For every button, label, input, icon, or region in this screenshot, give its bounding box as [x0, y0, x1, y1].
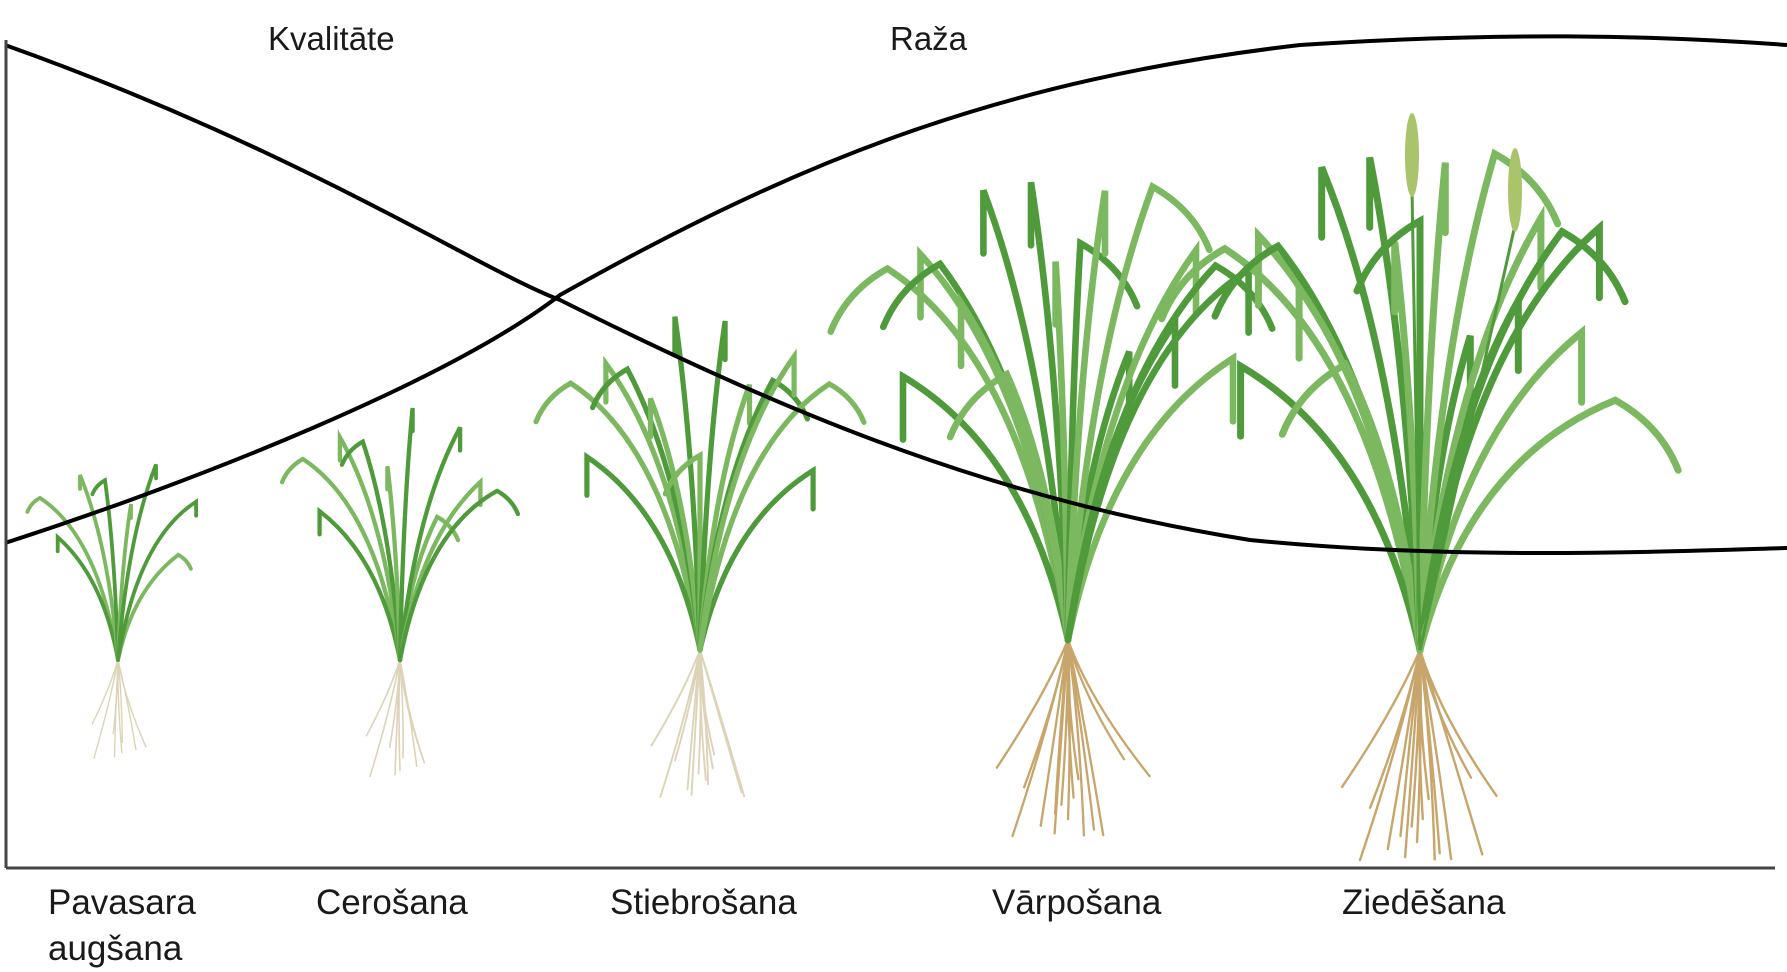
leaf-blade [1068, 187, 1209, 640]
root-strand [660, 650, 700, 797]
stage-label-line1: Pavasara [48, 880, 196, 926]
quality-curve-label: Kvalitāte [268, 20, 395, 58]
root-strand [399, 660, 400, 770]
wheat-ear-icon [1508, 148, 1522, 232]
wheat-plant-icon [1162, 113, 1678, 860]
wheat-plant-icon [831, 182, 1272, 836]
leaf-blade [400, 491, 518, 660]
stage-label-heading: Vārpošana [992, 880, 1161, 926]
stage-label-spring-growth: Pavasara augšana [48, 880, 196, 972]
stage-label-flowering: Ziedēšana [1342, 880, 1505, 926]
wheat-ear-icon [1405, 113, 1419, 197]
root-strand [997, 640, 1068, 768]
wheat-plant-icon [282, 408, 518, 776]
root-strand [1370, 650, 1420, 808]
stage-label-line1: Ziedēšana [1342, 880, 1505, 926]
wheat-plant-icon [536, 317, 864, 797]
plant-illustrations [27, 113, 1678, 860]
root-strand [367, 660, 401, 736]
yield-curve-label: Raža [890, 20, 967, 58]
leaf-blade [950, 374, 1068, 640]
stage-label-tillering: Cerošana [316, 880, 468, 926]
stage-label-stem-elongation: Stiebrošana [610, 880, 797, 926]
stage-label-line1: Cerošana [316, 880, 468, 926]
leaf-blade [1420, 232, 1625, 650]
stage-label-line1: Stiebrošana [610, 880, 797, 926]
stage-label-line1: Vārpošana [992, 880, 1161, 926]
stage-label-line2: augšana [48, 926, 196, 972]
